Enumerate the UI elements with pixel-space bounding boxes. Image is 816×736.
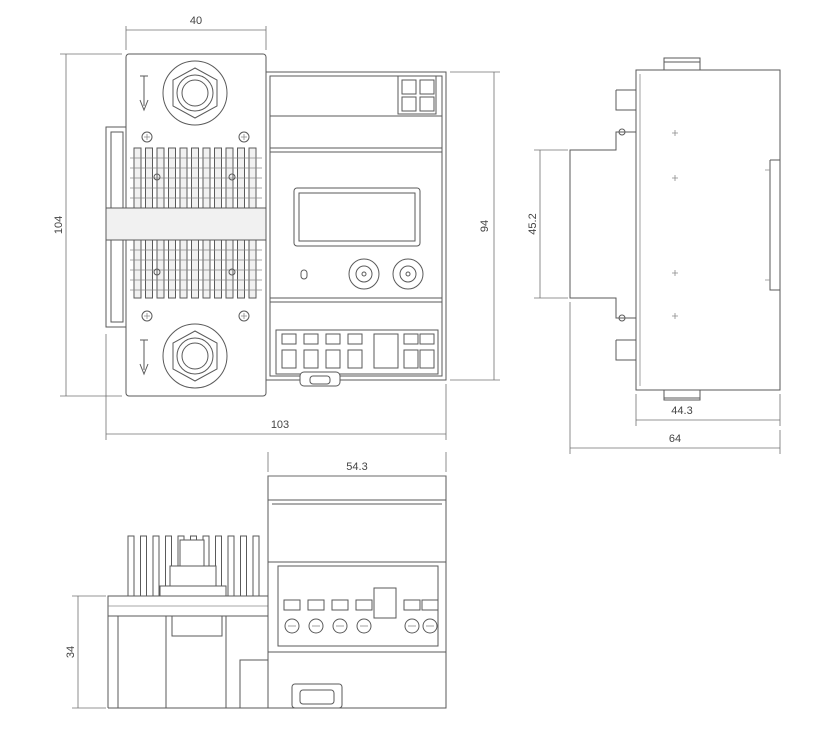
dim-bottom-height: 34 <box>65 646 77 658</box>
dim-side-depth-inner: 44.3 <box>671 405 692 417</box>
heatsink-fins <box>130 147 262 299</box>
dim-front-width-bottom: 103 <box>271 419 289 431</box>
dim-front-height-right: 94 <box>479 220 491 232</box>
dim-bottom-width: 54.3 <box>346 461 367 473</box>
dim-front-width-top: 40 <box>190 15 202 27</box>
dim-side-depth-total: 64 <box>669 433 681 445</box>
terminal-block <box>281 333 435 369</box>
front-view: 40 104 94 103 <box>53 15 500 440</box>
terminal-block-bottom <box>283 599 439 634</box>
dim-side-height: 45.2 <box>527 213 539 234</box>
side-view: 45.2 44.3 64 <box>527 57 781 454</box>
bottom-view: 54.3 34 <box>65 452 447 709</box>
dim-front-height-left: 104 <box>53 216 65 234</box>
